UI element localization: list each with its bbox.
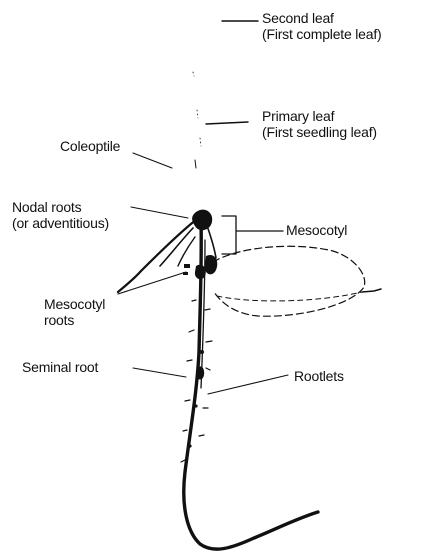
rootlet-dot-3 [188, 444, 191, 447]
seed [192, 210, 212, 231]
rootlets-leader [208, 375, 288, 394]
node-mark-2 [183, 272, 188, 275]
seminal-root-label: Seminal root [22, 359, 98, 375]
rootlet-dot-2 [194, 404, 197, 407]
coleoptile-label: Coleoptile [60, 138, 120, 154]
mesocotyl-roots-label: Mesocotyl roots [44, 296, 105, 328]
mesocotyl-node [205, 255, 217, 274]
root-crown [195, 265, 206, 279]
primary-leaf-label: Primary leaf (First seedling leaf) [262, 108, 377, 140]
seminal-node [196, 366, 204, 379]
leaf-tip-mark [195, 160, 196, 168]
rootlet-dot [200, 350, 204, 354]
nodal-roots-label: Nodal roots (or adventitious) [12, 199, 109, 231]
coleoptile-leader [133, 153, 172, 168]
seminal-root-leader [133, 368, 186, 377]
mesocotyl-root-inner [217, 292, 362, 301]
second-leaf-label: Second leaf (First complete leaf) [262, 10, 382, 42]
mesocotyl-root-tip [362, 289, 381, 292]
primary-leaf-leader [206, 122, 248, 124]
mesocotyl-bracket [222, 216, 283, 254]
rootlets-label: Rootlets [294, 368, 344, 384]
leaf-sliver [193, 72, 201, 146]
nodal-roots-leader [131, 207, 188, 218]
mesocotyl-root-loop [213, 246, 365, 316]
mesocotyl-label: Mesocotyl [286, 222, 347, 238]
node-mark [184, 264, 190, 268]
